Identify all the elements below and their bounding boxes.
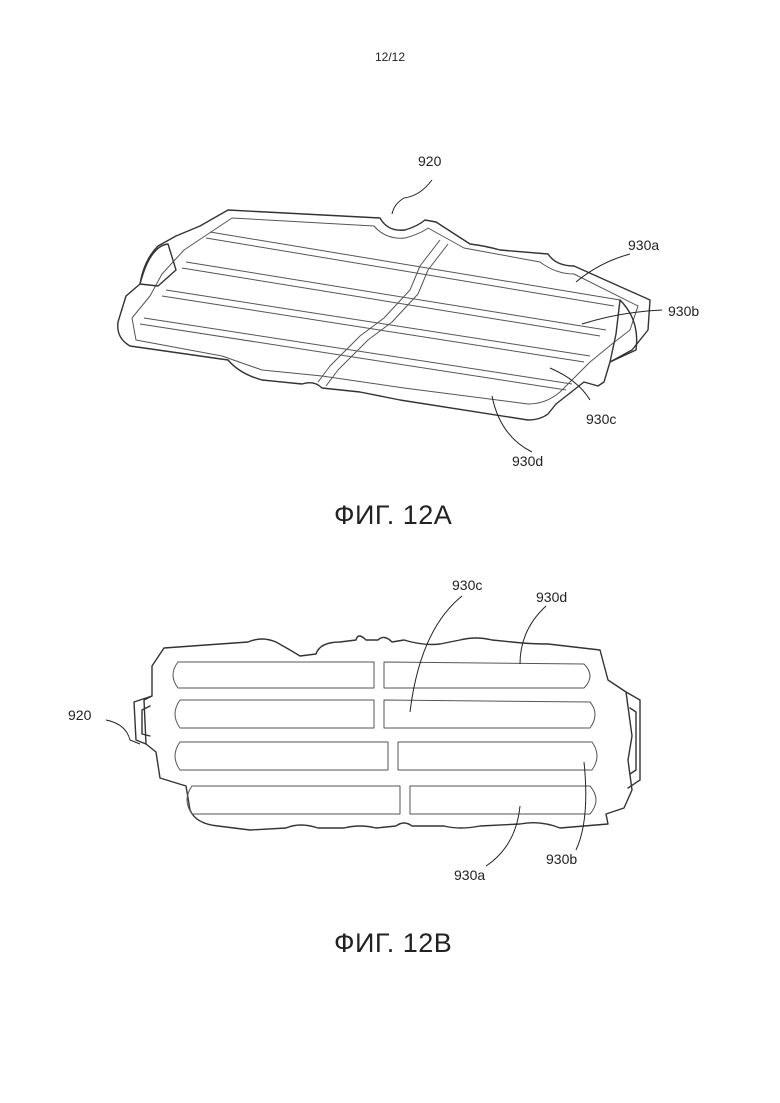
figure-12a-caption: ФИГ. 12А xyxy=(334,500,452,531)
label-920: 920 xyxy=(418,153,442,169)
figure-12b-leaders xyxy=(106,596,586,866)
label-b-930b: 930b xyxy=(546,851,577,867)
figure-12b-drawing xyxy=(134,636,640,830)
label-930c: 930c xyxy=(586,411,616,427)
tray-b-outer-frame xyxy=(144,636,632,830)
label-b-930d: 930d xyxy=(536,589,567,605)
label-b-930c: 930c xyxy=(452,577,482,593)
figure-12a-drawing xyxy=(118,210,650,420)
figure-12b-caption: ФИГ. 12В xyxy=(334,928,452,959)
tray-b-slots xyxy=(173,662,597,814)
label-930a: 930a xyxy=(628,237,659,253)
tray-handle-right xyxy=(610,300,637,362)
tray-b-clip-left xyxy=(134,696,152,744)
label-930b: 930b xyxy=(668,303,699,319)
tray-inner-rim xyxy=(132,218,638,404)
label-930d: 930d xyxy=(512,453,543,469)
tray-slot-dividers xyxy=(140,232,620,390)
label-b-930a: 930a xyxy=(454,867,485,883)
label-b-920: 920 xyxy=(68,707,92,723)
